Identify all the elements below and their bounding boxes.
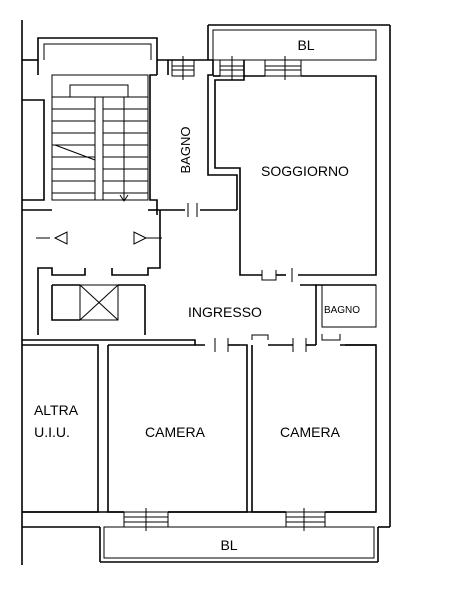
bathroom-small-label: BAGNO [324,305,360,316]
door-right-icon [133,231,162,245]
bedroom-right-label: CAMERA [280,424,341,440]
stair-break-line [54,144,96,161]
balcony-bottom: BL [103,526,375,559]
stair-steps [52,96,148,194]
other-unit-label-line1: ALTRA [34,402,79,418]
living-room-label: SOGGIORNO [261,163,349,179]
bathroom-main: BAGNO [157,59,238,217]
hallway [36,210,162,335]
stairwell [22,37,208,215]
bathroom-main-label: BAGNO [178,127,193,174]
bedroom-left: CAMERA [107,344,248,513]
windows-top [171,56,302,80]
entrance-label: INGRESSO [188,304,262,320]
balcony-bottom-label: BL [220,537,237,553]
door-left-icon [36,231,68,245]
outer-walls [21,20,391,565]
balcony-top-label: BL [297,37,314,53]
bathroom-small: BAGNO [316,284,377,346]
stair-direction-arrow-icon [119,97,129,202]
elevator [22,284,205,346]
other-unit-label-line2: U.I.U. [34,424,70,440]
balcony-top: BL [212,29,377,61]
entrance: INGRESSO [188,284,317,352]
living-room: SOGGIORNO [213,60,377,282]
bedroom-left-label: CAMERA [145,424,206,440]
other-unit: ALTRA U.I.U. [22,344,99,513]
bedroom-right: CAMERA [251,344,377,513]
